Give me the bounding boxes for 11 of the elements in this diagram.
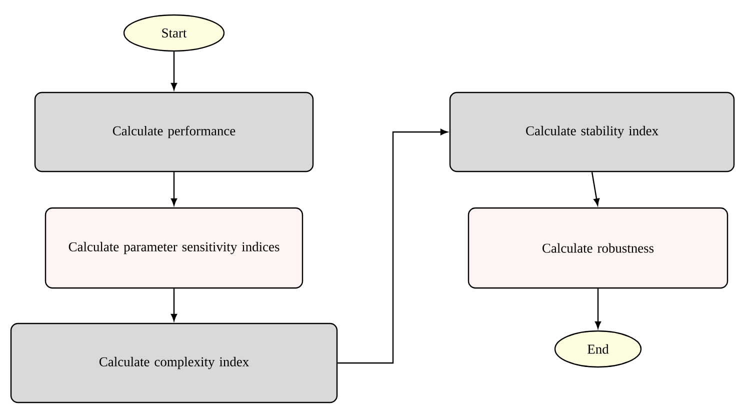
arrow bbox=[170, 52, 178, 90]
process-box: Calculate parameter sensitivity indices bbox=[44, 207, 304, 289]
arrow bbox=[338, 128, 448, 364]
process-box: Calculate complexity index bbox=[10, 322, 338, 404]
arrow bbox=[170, 172, 178, 206]
arrow bbox=[170, 288, 178, 322]
arrow bbox=[591, 172, 600, 206]
process-box: Calculate robustness bbox=[468, 207, 728, 289]
process-box: Calculate stability index bbox=[449, 92, 735, 172]
process-box: Calculate performance bbox=[34, 92, 314, 172]
arrow bbox=[594, 288, 602, 329]
